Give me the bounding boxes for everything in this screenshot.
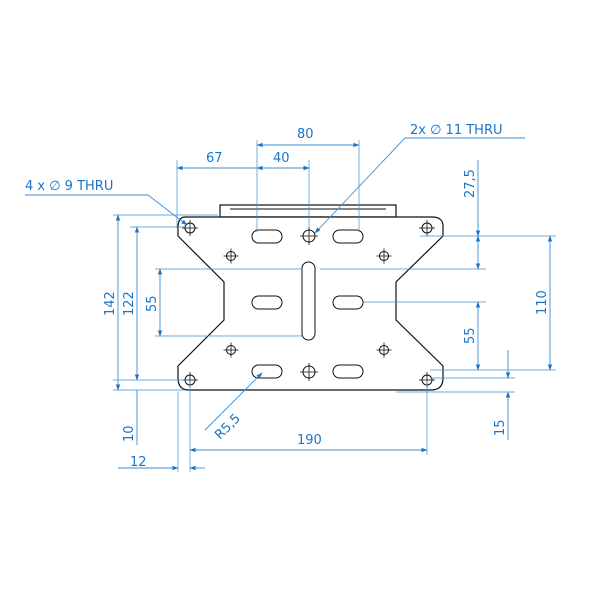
- slot-mid-left: [251, 295, 283, 310]
- hole-inner-bottom-left: [223, 342, 239, 358]
- slot-mid-right: [332, 295, 364, 310]
- slot-top-right: [332, 229, 364, 244]
- slot-bottom-right: [332, 364, 364, 379]
- leader-holes-9: [25, 194, 188, 226]
- hole-corner-top-right: [419, 220, 435, 236]
- callout-holes-9: 4 x ∅ 9 THRU: [25, 179, 113, 194]
- dim-label-142: 142: [103, 291, 118, 316]
- top-flange: [219, 204, 397, 218]
- slot-top-left: [251, 229, 283, 244]
- callout-holes-11: 2x ∅ 11 THRU: [410, 123, 503, 138]
- hole-corner-top-left: [182, 220, 198, 236]
- dim-label-27-5: 27,5: [463, 169, 478, 198]
- slots: [251, 229, 364, 379]
- leader-radius: [204, 372, 263, 431]
- callout-radius: R5,5: [212, 411, 244, 443]
- dim-label-67: 67: [206, 151, 223, 166]
- dim-label-80: 80: [297, 127, 314, 142]
- dim-label-55-right: 55: [463, 327, 478, 344]
- hole-center-bottom: [300, 363, 318, 381]
- hole-center-top: [300, 227, 318, 245]
- dim-label-40: 40: [273, 151, 290, 166]
- slot-vertical-center: [301, 261, 316, 341]
- dim-label-55-left: 55: [145, 295, 160, 312]
- dim-label-12: 12: [130, 455, 147, 470]
- dimension-geometry: [25, 137, 556, 472]
- dim-label-15: 15: [493, 419, 508, 436]
- leader-holes-11: [314, 137, 525, 234]
- hole-inner-top-left: [223, 248, 239, 264]
- slot-bottom-left: [251, 364, 283, 379]
- dim-label-10: 10: [122, 425, 137, 442]
- dim-label-110: 110: [535, 290, 550, 315]
- hole-inner-bottom-right: [376, 342, 392, 358]
- dim-label-190: 190: [297, 433, 322, 448]
- dim-label-122: 122: [122, 291, 137, 316]
- hole-inner-top-right: [376, 248, 392, 264]
